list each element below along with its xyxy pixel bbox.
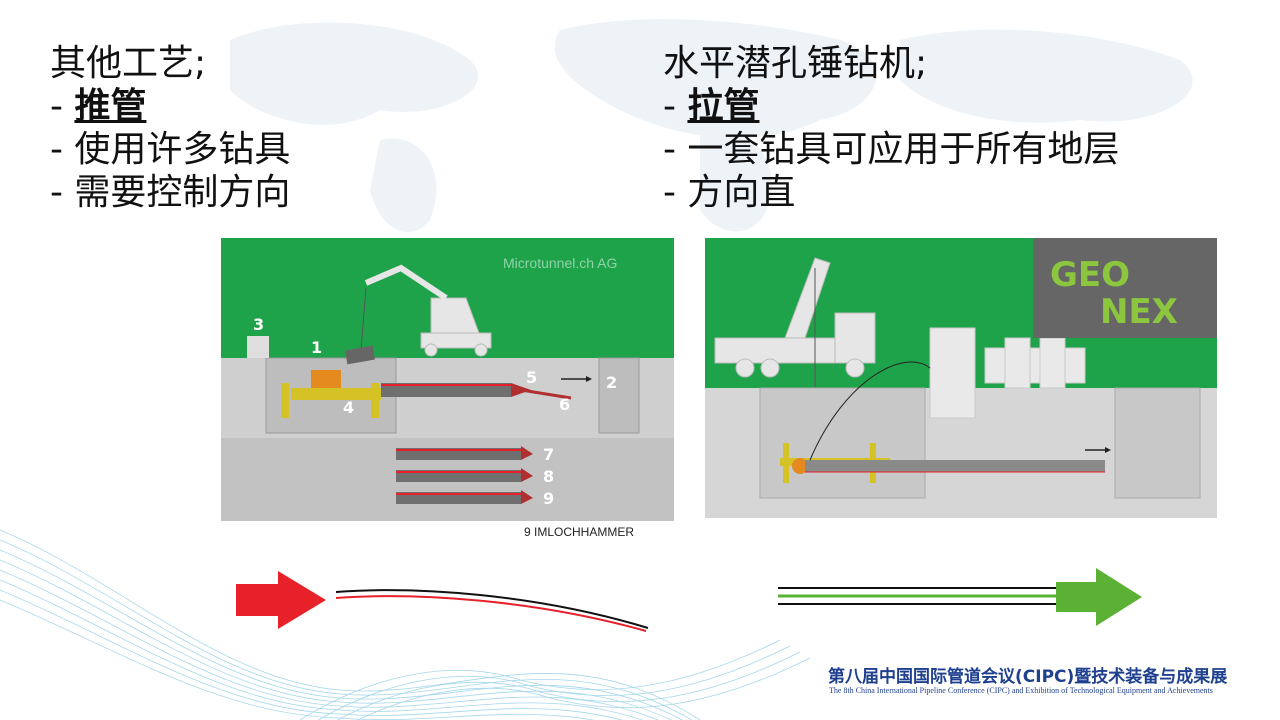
- label-6: 6: [559, 395, 570, 414]
- green-arrow-icon: [1056, 568, 1142, 626]
- left-item-2: - 需要控制方向: [50, 172, 291, 213]
- left-bold-item-text: - 推管: [50, 86, 147, 127]
- straight-path-illustration: [778, 568, 1142, 626]
- right-bold-item-text: - 拉管: [663, 86, 760, 127]
- dth-hammer-diagram: GEO NEX: [705, 238, 1217, 518]
- right-title: 水平潜孔锤钻机;: [663, 43, 928, 84]
- left-bold-item: - 推管: [50, 85, 290, 128]
- label-2: 2: [606, 373, 617, 392]
- right-item-2: - 方向直: [663, 172, 796, 213]
- watermark-text: Microtunnel.ch AG: [503, 255, 617, 271]
- pipe-jacking-diagram: Microtunnel.ch AG 1 2 3 4 5 6 7 8 9: [221, 238, 674, 521]
- label-8: 8: [543, 467, 554, 486]
- label-4: 4: [343, 398, 354, 417]
- left-item-1: - 使用许多钻具: [50, 129, 291, 170]
- label-7: 7: [543, 445, 554, 464]
- label-1: 1: [311, 338, 322, 357]
- diagram-caption: 9 IMLOCHHAMMER: [524, 525, 635, 539]
- footer-english-title: The 8th China International Pipeline Con…: [829, 686, 1213, 695]
- logo-text-bottom: NEX: [1100, 292, 1178, 332]
- logo-text-top: GEO: [1050, 255, 1130, 295]
- footer-chinese-title: 第八届中国国际管道会议(CIPC)暨技术装备与成果展: [828, 667, 1228, 687]
- label-9: 9: [543, 489, 554, 508]
- decorative-waves: [0, 529, 811, 720]
- right-text-block: 水平潜孔锤钻机; - 拉管 - 一套钻具可应用于所有地层 - 方向直: [663, 42, 1119, 214]
- label-3: 3: [253, 315, 264, 334]
- label-5: 5: [526, 368, 537, 387]
- right-item-1: - 一套钻具可应用于所有地层: [663, 129, 1120, 170]
- left-title: 其他工艺;: [50, 43, 207, 84]
- right-bold-item: - 拉管: [663, 85, 1119, 128]
- red-arrow-icon: [236, 571, 326, 629]
- curved-path-illustration: [236, 571, 649, 632]
- world-map-background: [230, 19, 1193, 233]
- left-text-block: 其他工艺; - 推管 - 使用许多钻具 - 需要控制方向: [50, 42, 290, 214]
